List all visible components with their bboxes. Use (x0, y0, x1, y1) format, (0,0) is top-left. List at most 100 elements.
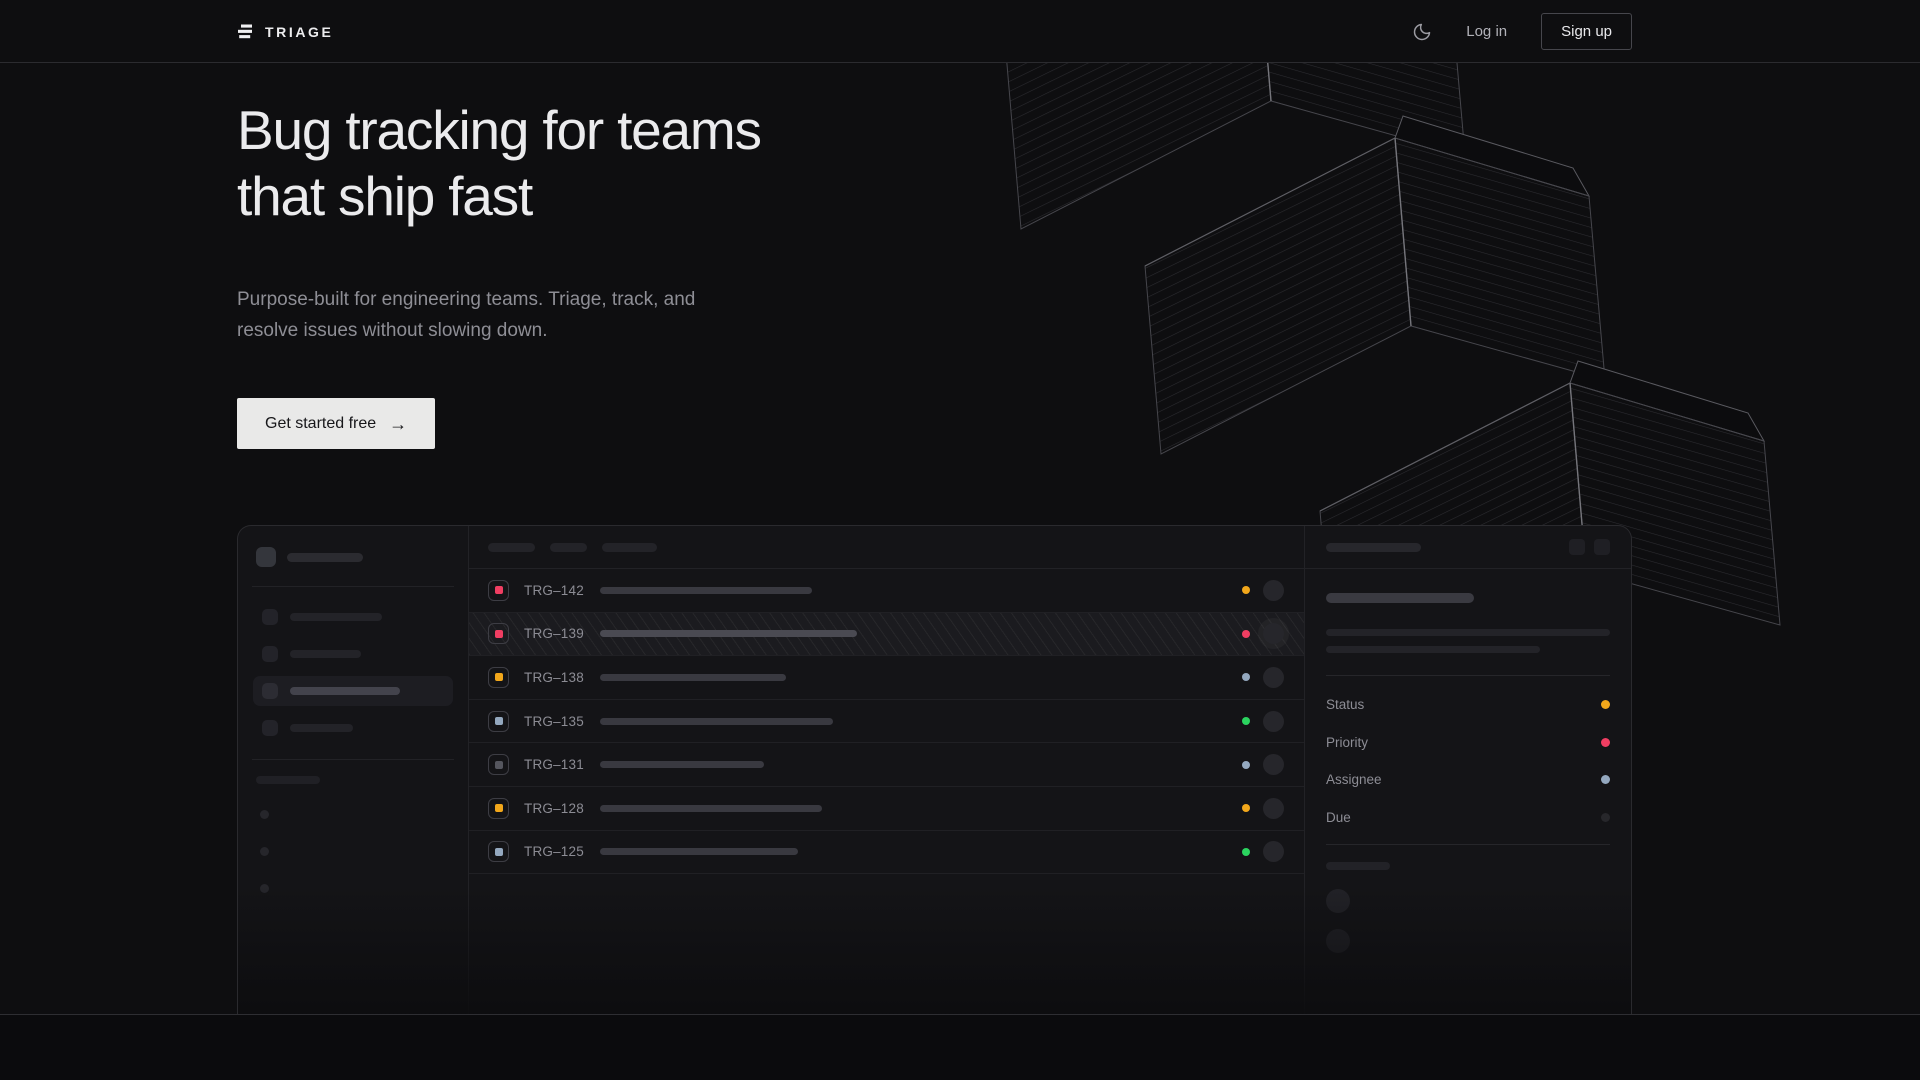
issue-type-icon (488, 797, 509, 819)
moon-icon (1414, 23, 1431, 40)
top-navbar: TRIAGE Log in Sign up (0, 0, 1920, 63)
field-value-dot (1601, 700, 1610, 710)
issue-rows: TRG–142 TRG–139 TRG–138 TRG–135 TRG–131 (469, 569, 1304, 875)
issue-title-placeholder (600, 761, 764, 769)
issue-row: TRG–128 (469, 787, 1304, 831)
mockup-issue-list: TRG–142 TRG–139 TRG–138 TRG–135 TRG–131 (469, 526, 1305, 1015)
hero-heading-line1: Bug tracking for teams (237, 99, 762, 161)
detail-field-row: Status (1326, 686, 1610, 724)
status-dot (1242, 760, 1250, 769)
signup-button[interactable]: Sign up (1541, 13, 1632, 50)
filter-pill-placeholder (602, 542, 657, 552)
brand-logo[interactable]: TRIAGE (237, 24, 334, 40)
status-dot (1242, 847, 1250, 856)
panel-button-placeholder (1569, 539, 1585, 555)
issue-list-toolbar (469, 526, 1304, 569)
assignee-avatar (1263, 841, 1284, 863)
issue-row: TRG–139 (469, 612, 1304, 657)
brand-name: TRIAGE (265, 23, 334, 40)
navbar-inner: TRIAGE Log in Sign up (237, 0, 1632, 63)
status-dot (1242, 629, 1250, 638)
card-bottom-fade (238, 885, 1631, 1015)
triage-logo-icon (238, 24, 252, 39)
app-mockup-card: TRG–142 TRG–139 TRG–138 TRG–135 TRG–131 (237, 525, 1632, 1015)
field-label: Assignee (1326, 772, 1382, 788)
issue-title-placeholder (600, 717, 833, 725)
sidebar-nav-item (253, 639, 453, 669)
nav-item-icon-placeholder (262, 720, 278, 736)
issue-type-icon (488, 841, 509, 863)
workspace-name-placeholder (287, 552, 363, 562)
sidebar-dot-list (260, 810, 453, 893)
sidebar-nav-item (253, 713, 453, 743)
assignee-avatar (1263, 710, 1284, 732)
nav-item-label-placeholder (290, 724, 353, 732)
section-divider (0, 1014, 1920, 1015)
nav-item-icon-placeholder (262, 683, 278, 699)
field-value-dot (1601, 812, 1610, 822)
panel-button-placeholder (1594, 539, 1610, 555)
panel-title-placeholder (1326, 542, 1421, 552)
issue-type-icon (488, 666, 509, 688)
workspace-icon (256, 547, 276, 567)
detail-field-row: Priority (1326, 724, 1610, 762)
sidebar-divider (252, 586, 454, 587)
mockup-sidebar (238, 526, 469, 1015)
issue-title-placeholder (600, 804, 822, 812)
footer-strip (0, 1015, 1920, 1080)
issue-id: TRG–131 (524, 757, 584, 773)
issue-row: TRG–142 (469, 569, 1304, 613)
get-started-button[interactable]: Get started free → (237, 398, 436, 449)
issue-title-placeholder (600, 630, 857, 638)
filter-pill-placeholder (488, 542, 535, 552)
assignee-avatar (1263, 754, 1284, 776)
assignee-avatar (1263, 666, 1284, 688)
assignee-avatar (1263, 623, 1284, 645)
issue-row: TRG–138 (469, 656, 1304, 700)
sidebar-dot (260, 847, 269, 856)
issue-title-placeholder (600, 673, 786, 681)
field-label: Priority (1326, 734, 1369, 750)
field-label: Due (1326, 809, 1351, 825)
nav-item-icon-placeholder (262, 646, 278, 662)
login-link[interactable]: Log in (1466, 23, 1508, 40)
issue-id: TRG–138 (524, 669, 584, 685)
issue-id: TRG–125 (524, 844, 584, 860)
issue-detail-fields: Status Priority Assignee Due (1326, 686, 1610, 836)
issue-id: TRG–135 (524, 713, 584, 729)
issue-type-icon (488, 579, 509, 601)
mockup-sidebar-nav (253, 602, 453, 743)
sidebar-section-placeholder (256, 776, 320, 784)
issue-id: TRG–139 (524, 626, 584, 642)
issue-description-placeholder (1326, 646, 1540, 653)
hero-subtitle: Purpose-built for engineering teams. Tri… (237, 284, 695, 346)
activity-section-placeholder (1326, 862, 1390, 870)
nav-item-icon-placeholder (262, 609, 278, 625)
panel-divider (1326, 675, 1610, 676)
nav-item-label-placeholder (290, 687, 400, 695)
issue-id: TRG–142 (524, 582, 584, 598)
status-dot (1242, 673, 1250, 682)
assignee-avatar (1263, 579, 1284, 601)
get-started-label: Get started free (265, 414, 377, 432)
issue-row: TRG–125 (469, 831, 1304, 875)
status-dot (1242, 586, 1250, 595)
panel-divider (1326, 844, 1610, 845)
theme-toggle-button[interactable] (1412, 22, 1432, 42)
status-dot (1242, 804, 1250, 813)
issue-title-placeholder (600, 848, 798, 856)
filter-pill-placeholder (550, 542, 587, 552)
sidebar-dot (260, 810, 269, 819)
detail-field-row: Assignee (1326, 761, 1610, 799)
hero-subtitle-line2: resolve issues without slowing down. (237, 320, 548, 341)
issue-title-placeholder (600, 586, 812, 594)
assignee-avatar (1263, 797, 1284, 819)
navbar-actions: Log in Sign up (1412, 13, 1632, 50)
field-value-dot (1601, 775, 1610, 785)
hero-subtitle-line1: Purpose-built for engineering teams. Tri… (237, 289, 696, 310)
detail-panel-header (1305, 526, 1631, 569)
issue-type-icon (488, 754, 509, 776)
sidebar-nav-item (253, 602, 453, 632)
issue-type-icon (488, 710, 509, 732)
